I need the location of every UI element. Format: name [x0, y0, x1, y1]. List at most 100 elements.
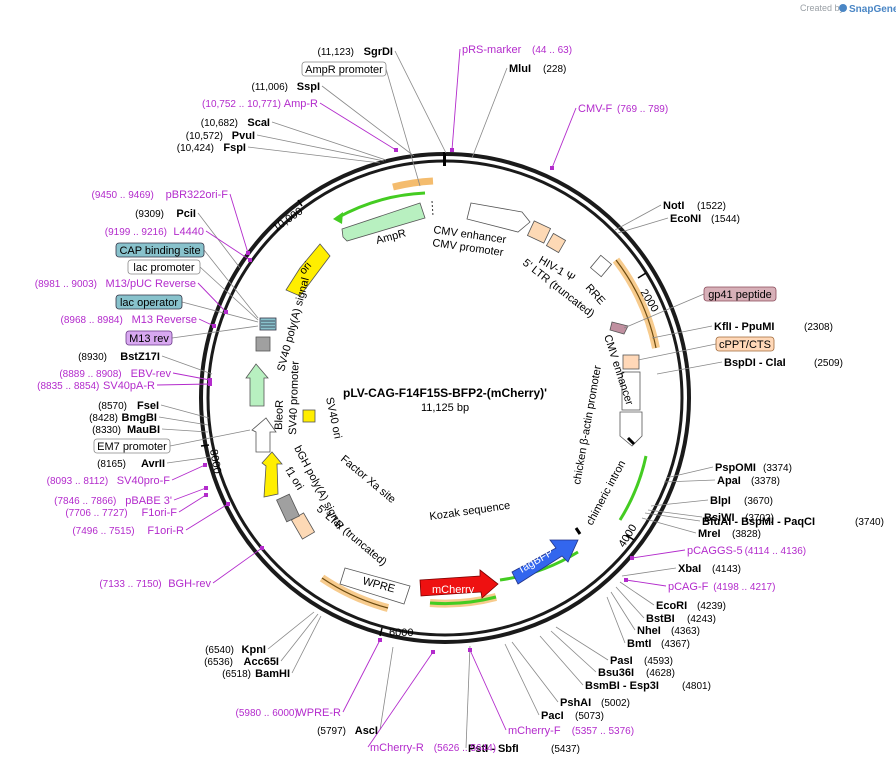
site-label: PvuI	[232, 130, 255, 142]
primer-label: BGH-rev	[168, 578, 211, 590]
site-position: (4593)	[644, 656, 673, 667]
cmv-enhancer-2-feature	[621, 371, 641, 411]
primer-mark	[431, 650, 435, 654]
site-label: MreI	[698, 528, 721, 540]
site-position: (9309)	[135, 209, 164, 220]
site-label: BfuAI - BspMI - PaqCI	[702, 516, 815, 528]
site-label: NheI	[637, 625, 661, 637]
site-label: KpnI	[242, 644, 266, 656]
primer-mark	[260, 546, 264, 550]
primer-mark	[450, 148, 454, 152]
primer-mark	[624, 578, 628, 582]
site-label: PspOMI	[715, 462, 756, 474]
snapgene-logo-icon	[839, 4, 847, 12]
site-position: (8930)	[78, 352, 107, 363]
primer-position: (7496 .. 7515)	[72, 526, 134, 537]
plasmid-size: 11,125 bp	[421, 402, 469, 414]
primer-position: (8968 .. 8984)	[61, 315, 123, 326]
chimeric-intron-orf	[618, 455, 648, 521]
site-position: (1544)	[711, 214, 740, 225]
site-position: (3702)	[745, 513, 774, 524]
site-position: (1522)	[697, 201, 726, 212]
site-position: (4801)	[682, 681, 711, 692]
primer-mark	[208, 378, 212, 382]
site-position: (8570)	[98, 401, 127, 412]
primer-label: M13/pUC Reverse	[106, 278, 196, 290]
site-position: (5797)	[317, 726, 346, 737]
site-position: (6518)	[222, 669, 251, 680]
site-labels: SgrDI(11,123)MluI(228)SspI(11,006)ScaI(1…	[35, 44, 884, 755]
primer-mark	[378, 638, 382, 642]
chicken-actin-promoter-feature	[619, 411, 643, 447]
site-label: BamHI	[255, 668, 290, 680]
leader-lines	[156, 48, 723, 749]
snapgene-watermark: Created by SnapGene	[800, 3, 896, 15]
ltr-box-1	[526, 220, 552, 244]
features	[245, 177, 660, 612]
site-position: (4239)	[697, 601, 726, 612]
mcherry-feature	[419, 569, 499, 599]
site-position: (11,123)	[317, 47, 354, 58]
primer-position: (5357 .. 5376)	[572, 726, 634, 737]
boxed-label: CAP binding site	[119, 245, 200, 257]
primer-mark	[203, 463, 207, 467]
site-label: BmgBI	[122, 412, 157, 424]
plasmid-name: pLV-CAG-F14F15S-BFP2-(mCherry)'	[343, 386, 547, 400]
site-position: (4367)	[661, 639, 690, 650]
terminator-mark-2	[574, 527, 582, 535]
label-chicken-actin-promoter: chicken β-actin promoter	[571, 364, 604, 485]
wpre-feature	[339, 567, 411, 605]
gp41-feature	[609, 321, 629, 335]
site-label: BspDI - ClaI	[724, 357, 786, 369]
primer-mark	[224, 310, 228, 314]
site-label: BsiWI	[704, 512, 735, 524]
site-label: KflI - PpuMI	[714, 321, 775, 333]
label-cmv-enhancer-2: CMV enhancer	[601, 333, 635, 407]
boxed-label-frame	[703, 286, 777, 302]
primer-position: (769 .. 789)	[617, 104, 668, 115]
ampr-promoter-mark	[431, 200, 434, 217]
sv40-polya-box	[255, 336, 271, 352]
site-position: (5437)	[551, 744, 580, 755]
site-position: (4628)	[646, 668, 675, 679]
site-position: (11,006)	[251, 82, 288, 93]
site-position: (6536)	[204, 657, 233, 668]
primer-mark	[248, 258, 252, 262]
primer-position: (10,752 .. 10,771)	[202, 99, 281, 110]
site-position: (4143)	[712, 564, 741, 575]
site-label: SspI	[297, 81, 320, 93]
site-position: (3740)	[855, 517, 884, 528]
label-bleor: BleoR	[273, 400, 286, 430]
label-sv40-promoter: SV40 promoter	[287, 360, 302, 435]
site-position: (3828)	[732, 529, 761, 540]
primer-label: Amp-R	[284, 98, 318, 110]
site-position: (6540)	[205, 645, 234, 656]
hiv-psi-box	[545, 232, 567, 254]
primer-position: (9450 .. 9469)	[92, 190, 154, 201]
boxed-label: EM7 promoter	[97, 441, 167, 453]
primer-mark	[226, 502, 230, 506]
site-label: PciI	[176, 208, 196, 220]
primer-label: pRS-marker	[462, 44, 522, 56]
primer-label: pCAGGS-5	[687, 545, 743, 557]
primer-position: (4198 .. 4217)	[713, 582, 775, 593]
primer-mark	[204, 486, 208, 490]
site-position: (10,682)	[201, 118, 238, 129]
site-label: BstZ17I	[120, 351, 160, 363]
primer-mark	[630, 556, 634, 560]
primer-mark	[550, 166, 554, 170]
primer-position: (8835 .. 8854)	[37, 381, 99, 392]
bgh-polya-box	[276, 493, 300, 523]
primer-label: F1ori-F	[142, 507, 178, 519]
f1-ori-feature	[261, 451, 283, 498]
primer-mark	[246, 251, 250, 255]
primer-position: (8981 .. 9003)	[35, 279, 97, 290]
label-factor-xa: Factor Xa site	[338, 453, 398, 506]
site-position: (228)	[543, 64, 566, 75]
site-label: NotI	[663, 200, 684, 212]
primer-position: (7133 .. 7150)	[99, 579, 161, 590]
rre-box	[589, 254, 613, 278]
primer-label: CMV-F	[578, 103, 613, 115]
primer-mark	[212, 324, 216, 328]
site-label: MluI	[509, 63, 531, 75]
